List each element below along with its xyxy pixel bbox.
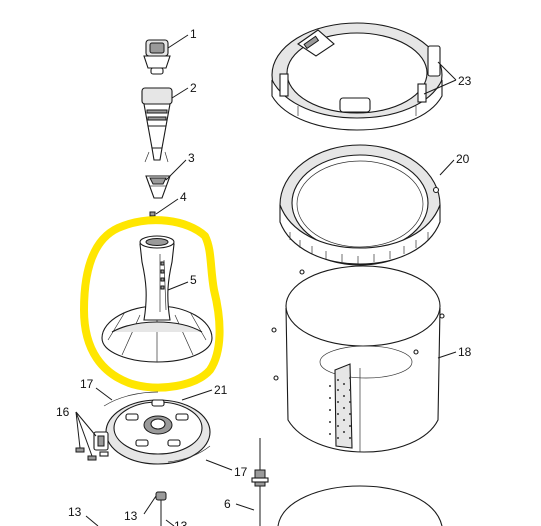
part-6-shaft: [251, 438, 269, 526]
callout-20: 20: [456, 152, 470, 166]
callout-18: 18: [458, 345, 472, 359]
callout-1: 1: [190, 27, 197, 41]
callout-labels: 1 2 3 4 5 6 13 13 13 16 17 17 18 20 21 2…: [56, 27, 472, 526]
part-1-cap: [143, 39, 171, 75]
callout-17-bottom: 17: [234, 465, 248, 479]
part-16-clamp: [75, 431, 109, 461]
part-2-insert: [141, 87, 173, 163]
callout-16: 16: [56, 405, 70, 419]
part-tub-bottom: [277, 485, 443, 526]
basket-holes: [329, 377, 351, 439]
callout-13-left: 13: [68, 505, 82, 519]
callout-5: 5: [190, 273, 197, 287]
callout-13-mid: 13: [124, 509, 138, 523]
part-3-cone: [145, 175, 171, 199]
callout-17-top: 17: [80, 377, 94, 391]
callout-2: 2: [190, 81, 197, 95]
part-18-basket: [271, 265, 445, 453]
part-13-hardware: [155, 491, 167, 526]
part-21-drive-plate: [103, 391, 211, 465]
leader-lines: [75, 34, 457, 526]
part-23-tub-ring: [271, 22, 443, 131]
callout-6: 6: [224, 497, 231, 511]
part-5-agitator: [101, 235, 213, 363]
callout-23: 23: [458, 74, 472, 88]
part-20-balance-ring: [279, 144, 441, 266]
highlight-circle: [79, 216, 224, 392]
callout-21: 21: [214, 383, 228, 397]
callout-13-right: 13: [174, 519, 188, 526]
callout-3: 3: [188, 151, 195, 165]
callout-4: 4: [180, 190, 187, 204]
